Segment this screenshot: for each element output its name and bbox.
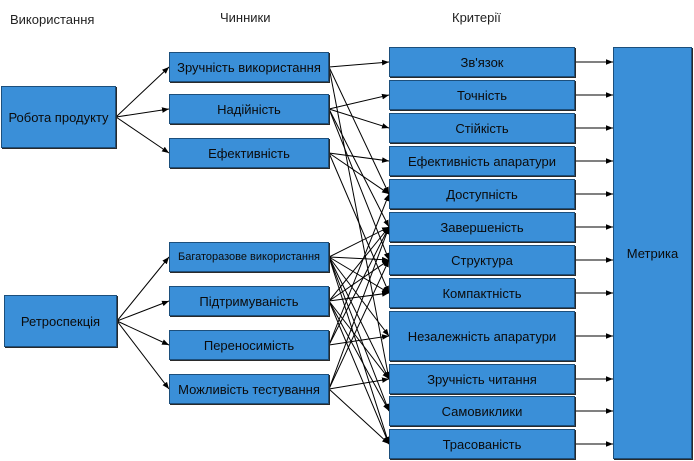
usage-node-product-operation: Робота продукту (1, 86, 116, 148)
edge-u2-f4 (116, 256, 170, 322)
edge-f2-c7 (328, 108, 390, 261)
factor-node-portability: Переносимість (169, 330, 329, 360)
edge-f2-c6 (328, 108, 390, 228)
factor-node-maintainability: Підтримуваність (169, 286, 329, 316)
criteria-node-completeness: Завершеність (389, 212, 575, 242)
factor-node-usability: Зручність використання (169, 52, 329, 82)
edge-f1-c1 (328, 59, 390, 68)
edge-f5-c7 (328, 259, 390, 302)
edge-u2-f7 (116, 320, 170, 390)
factor-node-efficiency: Ефективність (169, 138, 329, 168)
usage-node-retrospection: Ретроспекція (4, 295, 117, 347)
edge-f5-c8 (328, 291, 390, 302)
edge-f7-c7 (328, 259, 390, 390)
edge-u1-f2 (115, 107, 170, 118)
edge-f6-c5 (328, 193, 390, 346)
edge-u2-f6 (116, 320, 170, 346)
criteria-node-accessibility: Доступність (389, 179, 575, 209)
criteria-node-self-calls: Самовиклики (389, 396, 575, 426)
edge-f3-c8 (328, 152, 390, 294)
edge-f7-c12 (328, 388, 390, 445)
edge-f2-c3 (328, 108, 390, 129)
criteria-node-hardware-independence: Незалежність апаратури (389, 311, 575, 361)
factor-node-reusability: Багаторазове використання (169, 242, 329, 272)
edge-f4-c6 (328, 226, 390, 258)
edge-f6-c6 (328, 226, 390, 346)
criteria-node-communication: Зв'язок (389, 47, 575, 77)
edge-u2-f5 (116, 300, 170, 322)
criteria-header: Критерії (452, 10, 501, 25)
edge-f2-c2 (328, 93, 390, 110)
criteria-node-robustness: Стійкість (389, 113, 575, 143)
edge-f1-c5 (328, 66, 390, 195)
factor-node-reliability: Надійність (169, 94, 329, 124)
criteria-node-traceability: Трасованість (389, 429, 575, 459)
edge-f4-c8 (328, 256, 390, 294)
edge-group (115, 59, 613, 447)
edge-f3-c4 (328, 152, 390, 163)
factor-node-testability: Можливість тестування (169, 374, 329, 404)
metric-node: Метрика (613, 47, 692, 459)
edge-f7-c10 (328, 377, 390, 390)
edge-u1-f1 (115, 66, 170, 118)
edge-f7-c6 (328, 226, 390, 390)
edge-f3-c5 (328, 152, 390, 195)
criteria-node-structure: Структура (389, 245, 575, 275)
criteria-node-hardware-efficiency: Ефективність апаратури (389, 146, 575, 176)
usage-header: Використання (10, 12, 95, 27)
criteria-node-accuracy: Точність (389, 80, 575, 110)
criteria-node-compactness: Компактність (389, 278, 575, 308)
edge-u1-f3 (115, 116, 170, 154)
criteria-node-readability: Зручність читання (389, 364, 575, 394)
edge-f4-c10 (328, 256, 390, 380)
edge-f5-c6 (328, 226, 390, 302)
edge-f6-c9 (328, 334, 390, 346)
factors-header: Чинники (220, 10, 271, 25)
edge-f4-c7 (328, 256, 390, 263)
edge-f4-c11 (328, 256, 390, 412)
